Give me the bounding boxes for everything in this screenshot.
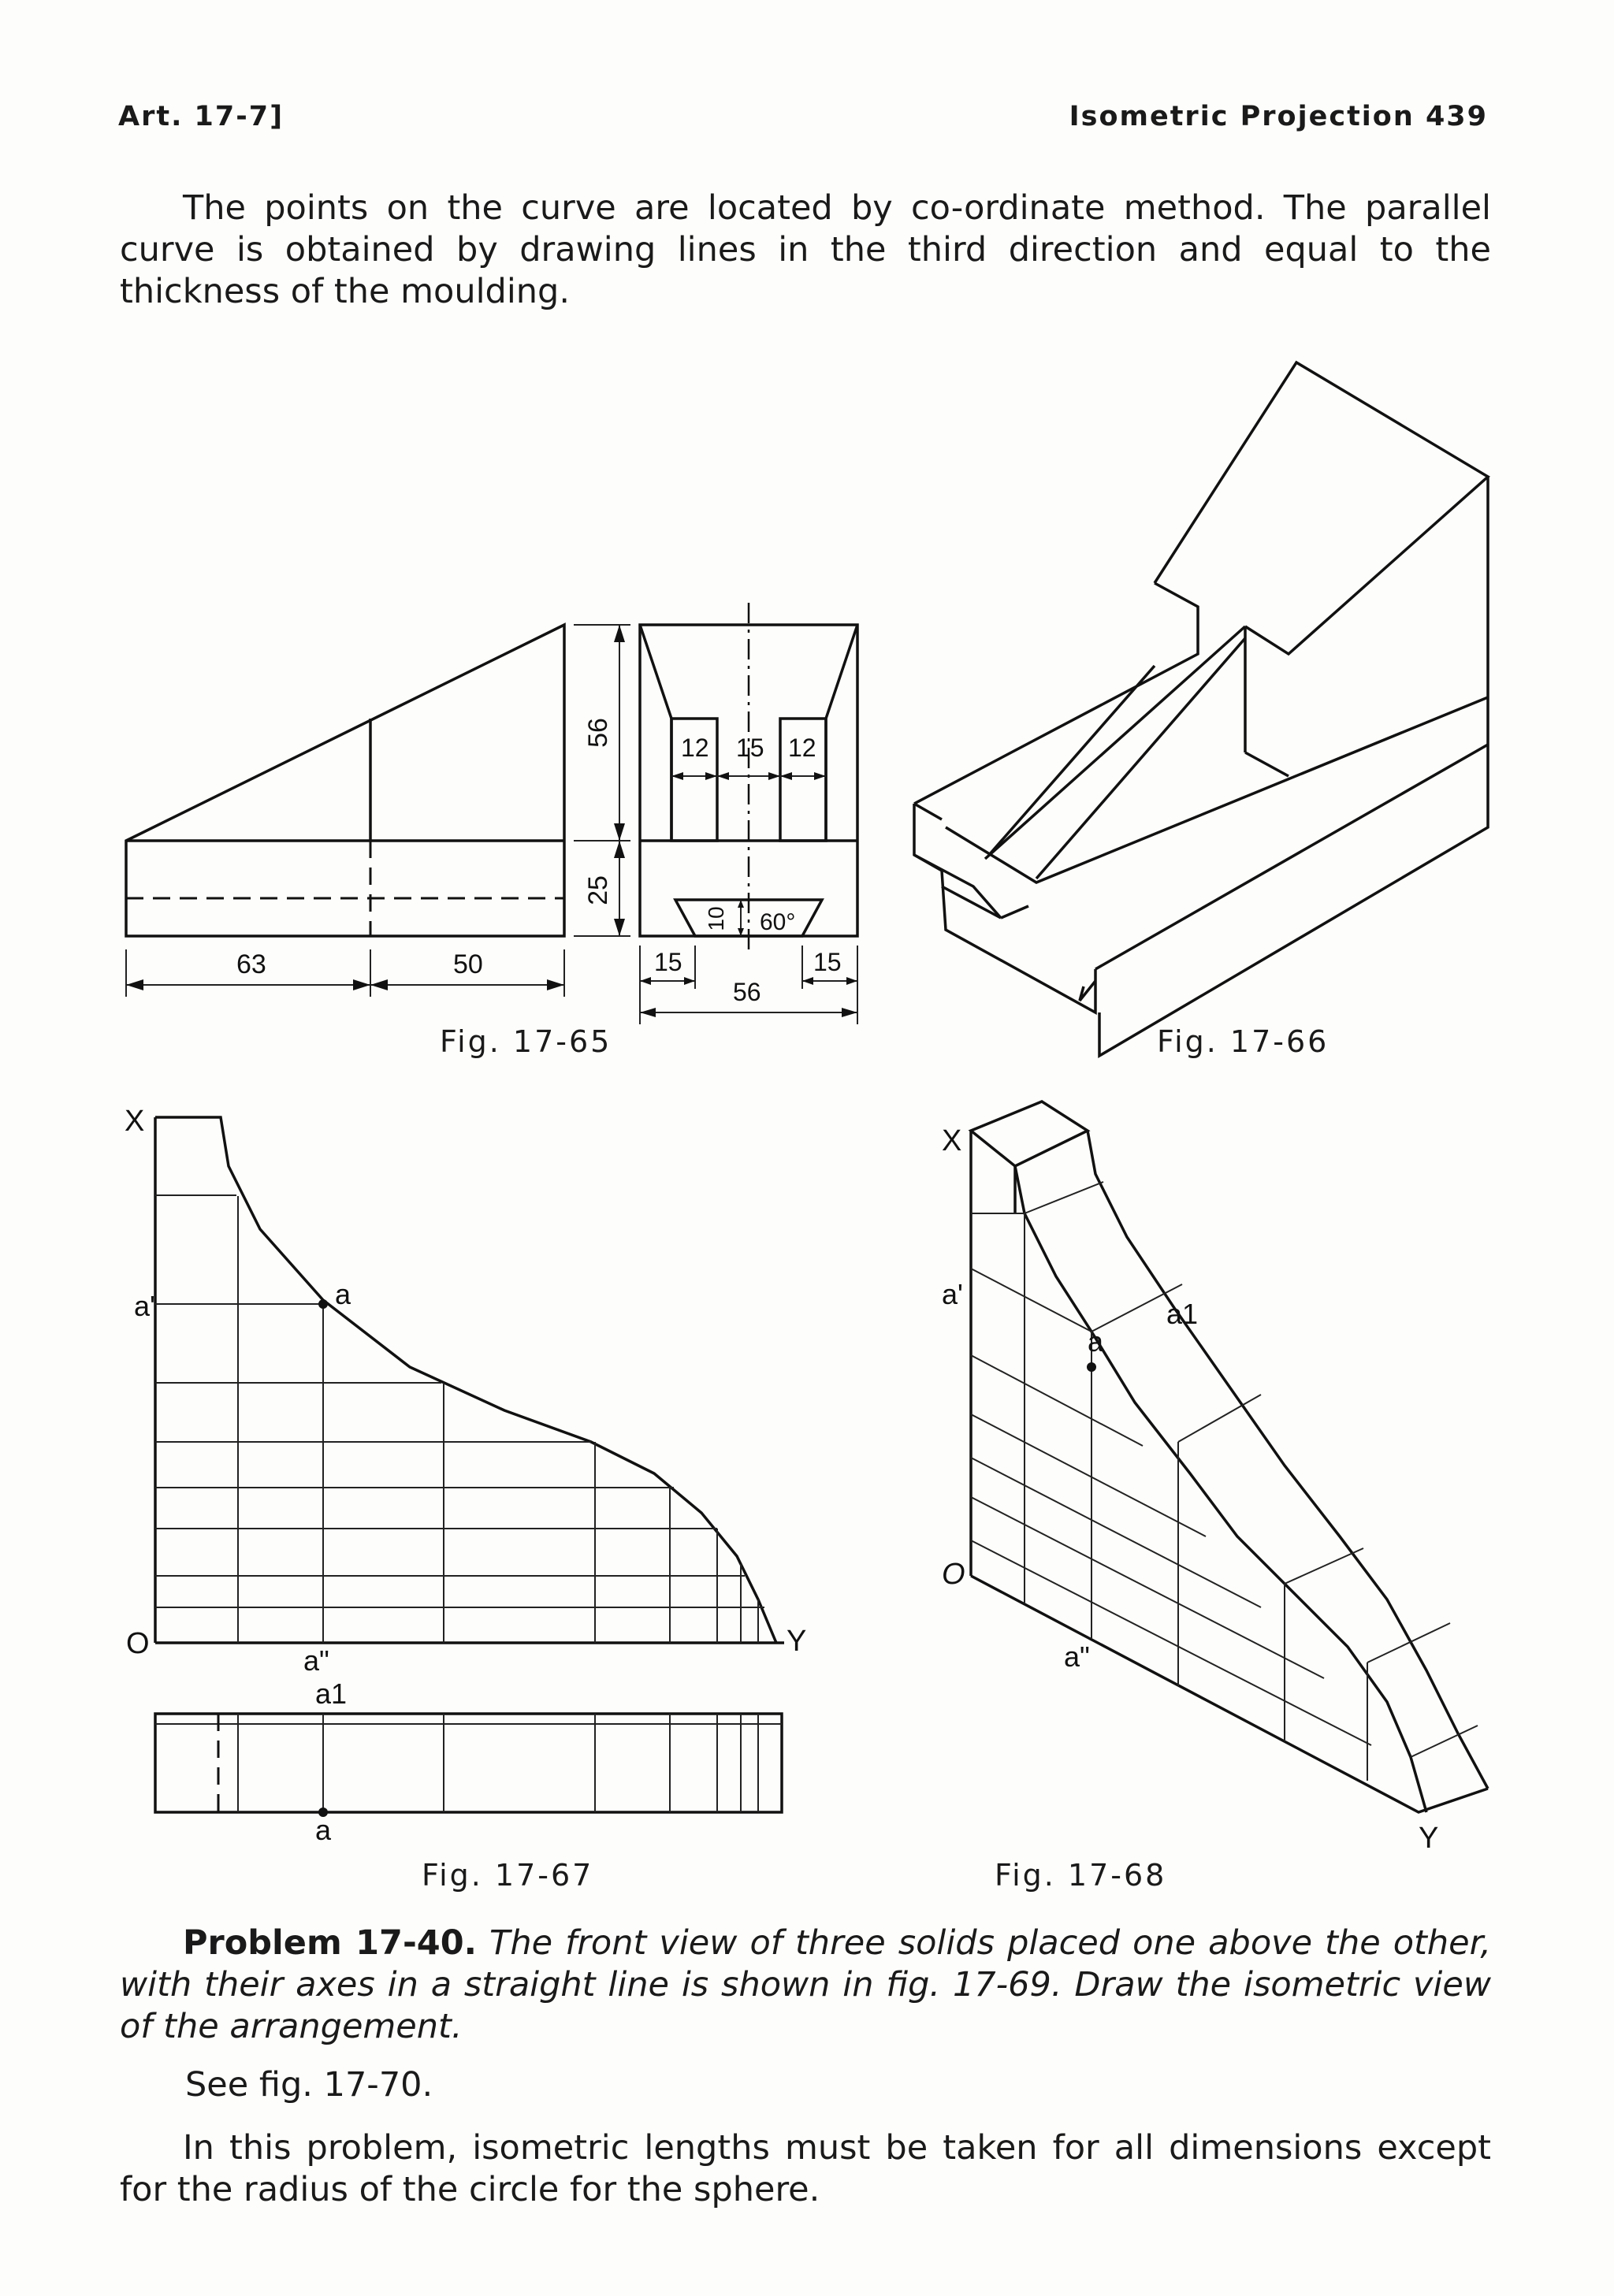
running-header-right: Isometric Projection 439	[1069, 101, 1488, 132]
fig68-label-a1: a1	[1166, 1298, 1198, 1330]
dim-15-centre: 15	[736, 734, 764, 762]
dim-56-bottom: 56	[733, 978, 761, 1006]
caption-fig-17-65: Fig. 17-65	[440, 1024, 612, 1059]
fig68-label-a-prime: a'	[942, 1278, 963, 1310]
problem-text: The front view of three solids placed on…	[120, 1923, 1491, 2046]
fig-17-66-isometric	[913, 360, 1490, 1059]
fig68-label-a-dprime: a"	[1064, 1640, 1090, 1673]
dim-50: 50	[453, 949, 483, 979]
dim-15-bottom-left: 15	[654, 948, 682, 976]
fig68-label-o: O	[942, 1558, 965, 1591]
dim-56-vertical: 56	[583, 718, 613, 748]
dim-12-right: 12	[788, 734, 816, 762]
final-paragraph: In this problem, isometric lengths must …	[120, 2128, 1491, 2209]
fig-17-65-front-view: 63 50	[125, 622, 566, 997]
fig-17-65-end-view: 56 25 12 15 12 10 60° 15 56	[574, 603, 859, 1024]
problem-label: Problem 17-40.	[183, 1923, 477, 1963]
fig68-label-a: a	[1088, 1325, 1104, 1358]
fig68-label-y: Y	[1419, 1822, 1438, 1855]
dim-15-bottom-right: 15	[813, 948, 842, 976]
fig68-label-x: X	[942, 1124, 961, 1157]
dim-10: 10	[704, 906, 728, 931]
fig67-label-o: O	[126, 1627, 150, 1660]
fig67-label-a-dprime: a"	[303, 1644, 329, 1677]
caption-fig-17-68: Fig. 17-68	[995, 1858, 1167, 1893]
intro-paragraph: The points on the curve are located by c…	[120, 188, 1491, 311]
fig67-label-a-bottom: a	[315, 1814, 332, 1846]
dim-60-degrees: 60°	[760, 909, 795, 935]
fig67-label-a1: a1	[315, 1677, 347, 1710]
dim-25-vertical: 25	[583, 875, 613, 905]
dim-63: 63	[236, 949, 266, 979]
fig67-label-a-prime: a'	[134, 1290, 155, 1322]
caption-fig-17-66: Fig. 17-66	[1157, 1024, 1330, 1059]
fig-17-68-isometric-moulding: X O Y a' a a1 a"	[942, 1100, 1489, 1855]
fig67-label-x: X	[125, 1105, 144, 1138]
dim-12-left: 12	[681, 734, 709, 762]
fig-17-67-moulding: X O Y a' a a" a1 a	[125, 1105, 806, 1846]
fig67-label-y: Y	[787, 1625, 806, 1658]
fig67-label-a: a	[335, 1278, 351, 1310]
running-header-left: Art. 17-7]	[118, 101, 284, 132]
caption-fig-17-67: Fig. 17-67	[422, 1858, 594, 1893]
problem-paragraph: Problem 17-40. The front view of three s…	[120, 1923, 1491, 2048]
see-fig-line: See fig. 17-70.	[185, 2065, 433, 2105]
